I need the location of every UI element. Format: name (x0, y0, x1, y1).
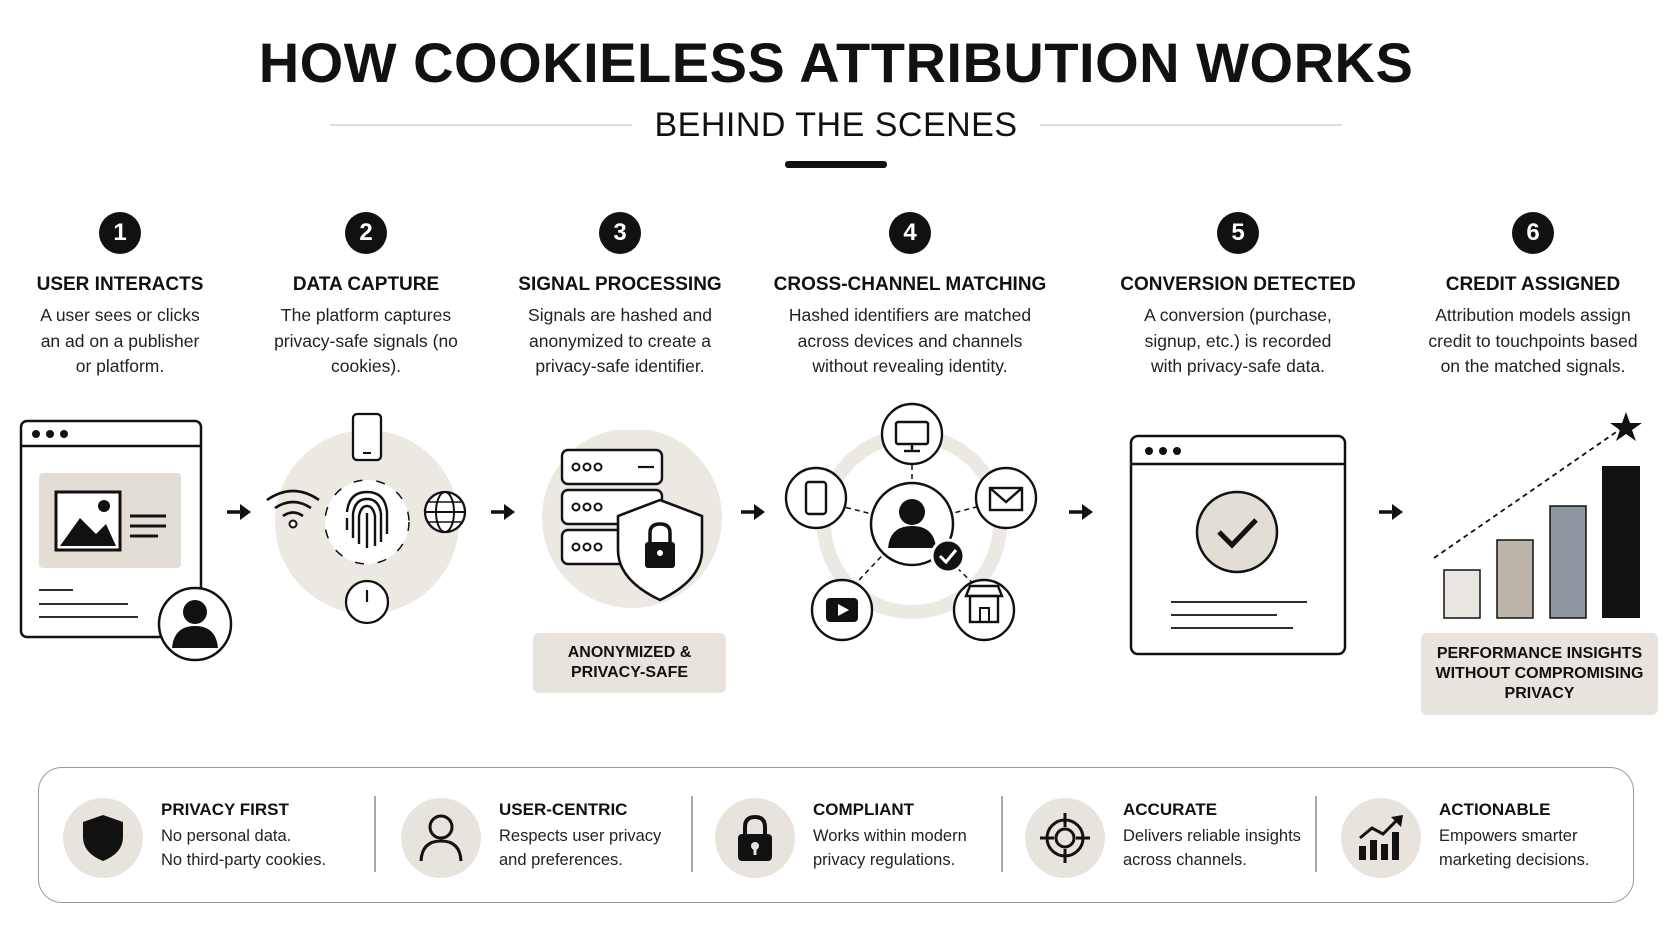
target-icon (1025, 798, 1105, 878)
step-number: 4 (889, 212, 931, 254)
growth-chart-icon (1341, 798, 1421, 878)
flow-arrow-icon (1378, 502, 1404, 522)
feature-line: No personal data. (161, 827, 292, 845)
subtitle-divider-left (330, 124, 633, 126)
feature-title: COMPLIANT (813, 800, 915, 819)
feature-line: and preferences. (499, 850, 623, 869)
credit-growth-chart-illustration (1430, 408, 1648, 622)
feature-compliant: COMPLIANT Works within modern privacy re… (715, 792, 1015, 882)
page-subtitle: BEHIND THE SCENES (654, 105, 1018, 144)
page-title: HOW COOKIELESS ATTRIBUTION WORKS (258, 31, 1414, 94)
feature-line: Empowers smarter (1439, 827, 1578, 845)
feature-divider (1001, 796, 1003, 872)
performance-insights-badge: PERFORMANCE INSIGHTS WITHOUT COMPROMISIN… (1421, 633, 1658, 715)
feature-line: Delivers reliable insights (1123, 827, 1301, 845)
feature-title: ACTIONABLE (1439, 800, 1551, 819)
flow-arrow-icon (490, 502, 516, 522)
step-description: A user sees or clicks an ad on a publish… (40, 305, 200, 376)
feature-line: privacy regulations. (813, 850, 956, 869)
step-credit-assigned: 6 CREDIT ASSIGNED Attribution models ass… (1418, 212, 1648, 380)
feature-divider (691, 796, 693, 872)
step-title: SIGNAL PROCESSING (518, 274, 722, 295)
step-number: 5 (1217, 212, 1259, 254)
subtitle-row: BEHIND THE SCENES (330, 100, 1342, 150)
step-title: CREDIT ASSIGNED (1445, 274, 1621, 295)
flow-arrow-icon (226, 502, 252, 522)
subtitle-divider-right (1039, 124, 1342, 126)
feature-title: PRIVACY FIRST (161, 800, 289, 819)
step-user-interacts: 1 USER INTERACTS A user sees or clicks a… (0, 212, 240, 380)
step-description: A conversion (purchase, signup, etc.) is… (1144, 305, 1332, 376)
user-icon (401, 798, 481, 878)
feature-privacy-first: PRIVACY FIRST No personal data. No third… (63, 792, 363, 882)
feature-divider (374, 796, 376, 872)
step-number: 6 (1512, 212, 1554, 254)
step-description: The platform captures privacy-safe signa… (274, 305, 458, 376)
step-description: Signals are hashed and anonymized to cre… (528, 305, 712, 376)
flow-arrow-icon (1068, 502, 1094, 522)
step-data-capture: 2 DATA CAPTURE The platform captures pri… (266, 212, 466, 380)
feature-line: marketing decisions. (1439, 850, 1590, 869)
cross-channel-network-illustration (780, 402, 1040, 652)
feature-divider (1315, 796, 1317, 872)
conversion-browser-illustration (1129, 434, 1347, 656)
features-panel: PRIVACY FIRST No personal data. No third… (38, 767, 1634, 903)
step-number: 1 (99, 212, 141, 254)
feature-title: USER-CENTRIC (499, 800, 628, 819)
feature-user-centric: USER-CENTRIC Respects user privacy and p… (401, 792, 701, 882)
server-shield-illustration (532, 428, 732, 610)
flow-arrow-icon (740, 502, 766, 522)
step-title: CROSS-CHANNEL MATCHING (773, 274, 1047, 295)
feature-line: No third-party cookies. (161, 850, 327, 869)
step-title: CONVERSION DETECTED (1120, 274, 1356, 295)
feature-line: Respects user privacy (499, 827, 662, 845)
step-number: 3 (599, 212, 641, 254)
feature-line: Works within modern (813, 827, 967, 845)
feature-title: ACCURATE (1123, 800, 1218, 819)
step-conversion-detected: 5 CONVERSION DETECTED A conversion (purc… (1120, 212, 1356, 380)
browser-ad-illustration (18, 418, 238, 664)
step-title: USER INTERACTS (36, 274, 204, 295)
step-description: Attribution models assign credit to touc… (1428, 305, 1638, 376)
feature-line: across channels. (1123, 850, 1247, 869)
shield-icon (63, 798, 143, 878)
step-cross-channel-matching: 4 CROSS-CHANNEL MATCHING Hashed identifi… (770, 212, 1050, 380)
feature-actionable: ACTIONABLE Empowers smarter marketing de… (1341, 792, 1631, 882)
title-underline-bar (785, 161, 887, 168)
data-capture-illustration (265, 412, 470, 630)
anonymized-badge: ANONYMIZED & PRIVACY-SAFE (533, 633, 726, 693)
step-number: 2 (345, 212, 387, 254)
feature-accurate: ACCURATE Delivers reliable insights acro… (1025, 792, 1335, 882)
step-title: DATA CAPTURE (292, 274, 440, 295)
step-signal-processing: 3 SIGNAL PROCESSING Signals are hashed a… (515, 212, 725, 380)
step-description: Hashed identifiers are matched across de… (788, 305, 1032, 376)
lock-icon (715, 798, 795, 878)
